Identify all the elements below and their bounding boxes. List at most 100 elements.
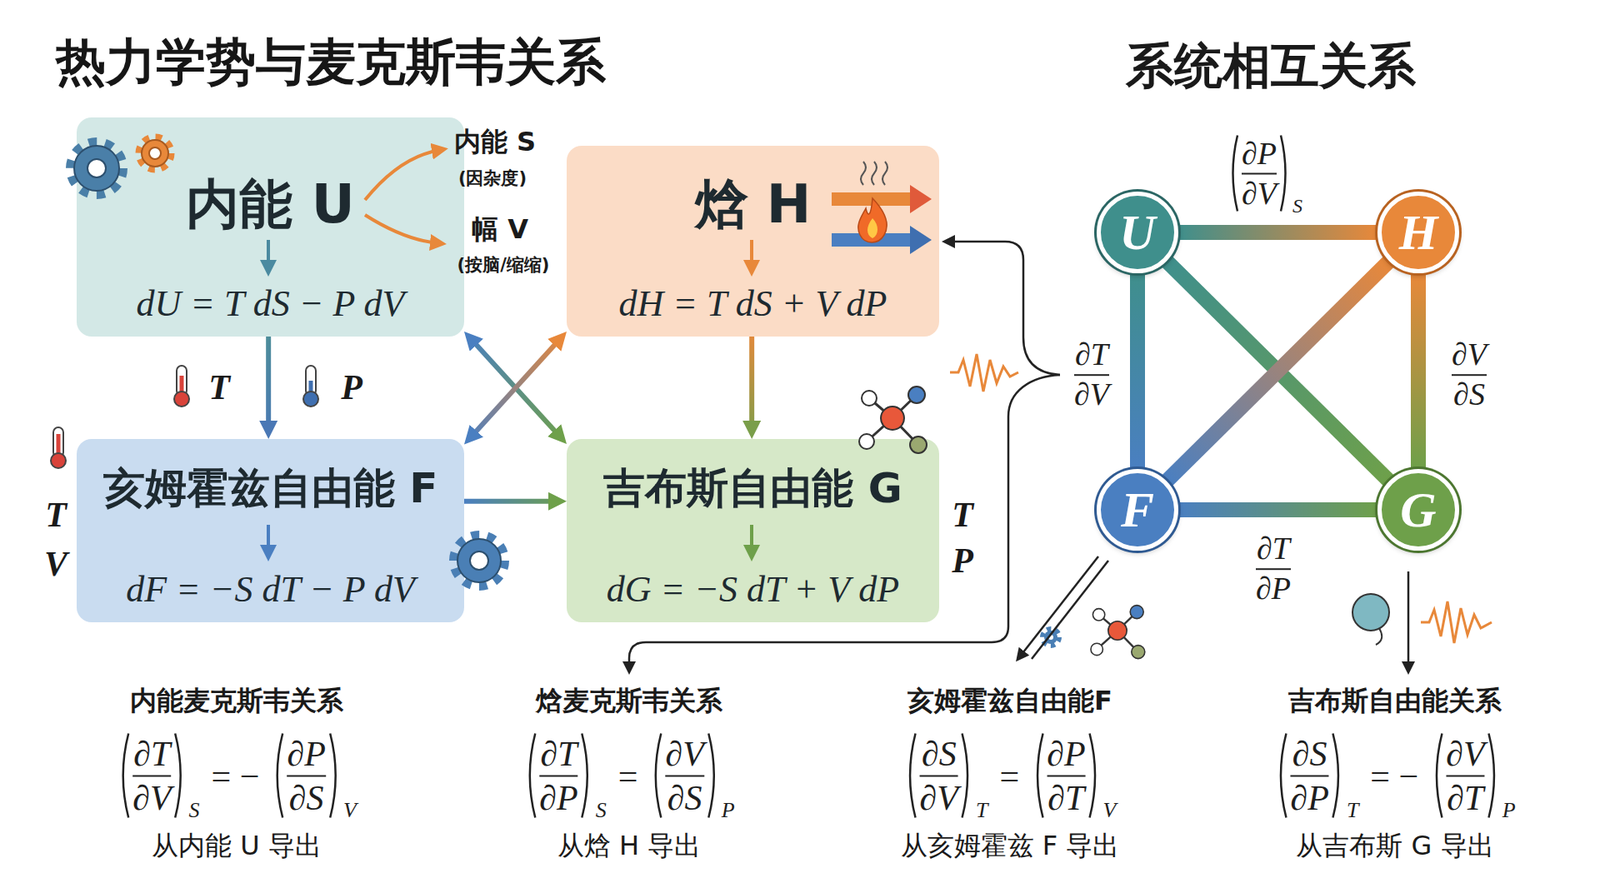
subscript: S xyxy=(189,799,200,824)
thermometer-icon xyxy=(174,365,190,407)
molecule-icon xyxy=(1090,643,1103,655)
parenthesis xyxy=(174,732,188,820)
fraction-bar xyxy=(132,775,171,777)
fraction: ∂V∂SP xyxy=(649,732,735,820)
maxwell-relation: ∂S∂PT= −∂V∂TP xyxy=(1274,732,1515,820)
potential-letter: F xyxy=(1120,485,1155,535)
molecule-icon xyxy=(908,386,925,404)
differential-formula: dG = −S dT + V dP xyxy=(566,568,940,611)
parenthesis xyxy=(904,732,918,820)
fraction-numerator: ∂T xyxy=(540,735,577,774)
transform-arrow xyxy=(265,336,271,431)
thermometer-icon xyxy=(305,365,316,396)
molecule-icon xyxy=(861,390,877,406)
molecule-icon xyxy=(1099,615,1118,631)
relation-link xyxy=(1178,502,1378,518)
parenthesis xyxy=(708,734,715,819)
fraction-numerator: ∂V xyxy=(665,735,704,774)
parenthesis xyxy=(1037,734,1044,819)
variable-symbol: T xyxy=(208,367,230,408)
potential-box: 亥姆霍兹自由能 FdF = −S dT − P dV xyxy=(76,439,465,623)
variable-symbol: P xyxy=(951,540,974,581)
wave-icon xyxy=(950,354,1019,392)
gear-icon xyxy=(1042,629,1060,646)
potential-name: 焓 H xyxy=(566,168,940,241)
fraction: ∂T∂PS xyxy=(523,732,606,820)
thermometer-icon xyxy=(303,391,319,407)
fraction: ∂V∂TP xyxy=(1430,732,1515,820)
maxwell-relation: ∂T∂PS=∂V∂SP xyxy=(523,732,735,820)
relation-heading: 内能麦克斯韦关系 xyxy=(130,683,344,720)
relation-link xyxy=(1166,260,1390,481)
fraction-denominator: ∂T xyxy=(1446,778,1484,817)
parenthesis xyxy=(655,734,662,819)
parenthesis xyxy=(1279,134,1291,214)
molecule-icon xyxy=(880,406,905,430)
thermometer-icon xyxy=(53,427,64,458)
parenthesis xyxy=(523,732,537,820)
fraction: ∂P∂T xyxy=(1044,735,1088,817)
transform-arrow xyxy=(749,336,755,431)
relation-source: 从吉布斯 G 导出 xyxy=(1295,828,1494,865)
fraction-numerator: ∂T xyxy=(1075,337,1109,373)
fraction-bar xyxy=(1290,775,1329,777)
potential-letter: H xyxy=(1399,207,1439,258)
variable-note: (因杂度) xyxy=(458,166,527,190)
relation-source: 从内能 U 导出 xyxy=(151,828,322,865)
fraction: ∂P∂VS xyxy=(1227,134,1303,214)
parenthesis xyxy=(270,732,285,820)
molecule-icon xyxy=(1130,605,1144,620)
potential-name: 吉布斯自由能 G xyxy=(566,460,940,517)
fraction: ∂T ∂P xyxy=(536,735,580,817)
fraction-denominator: ∂P xyxy=(1290,778,1329,817)
fraction-bar xyxy=(1046,775,1085,777)
fraction-bar xyxy=(1445,775,1485,777)
fraction-bar xyxy=(920,775,959,777)
parenthesis xyxy=(1030,732,1045,820)
fraction: ∂T∂P xyxy=(1253,531,1294,607)
fraction: ∂S∂VT xyxy=(904,732,989,820)
balloon-icon xyxy=(1375,628,1382,645)
equals-sign: = − xyxy=(211,755,260,796)
relation-link xyxy=(1130,273,1145,470)
molecule-icon xyxy=(1096,630,1118,650)
potential-name: 内能 U xyxy=(76,168,465,241)
variable-label: 幅 V xyxy=(471,211,529,249)
variable-symbol: T xyxy=(951,495,974,535)
fraction-bar xyxy=(1451,374,1487,376)
fraction-denominator: ∂V xyxy=(1241,175,1277,211)
potential-circle: G xyxy=(1377,469,1460,551)
molecule-icon xyxy=(1117,630,1139,653)
thermometer-icon xyxy=(56,434,61,456)
fraction: ∂P∂S xyxy=(284,735,328,817)
fraction: ∂T∂V xyxy=(1071,337,1112,413)
fraction-bar xyxy=(1074,374,1110,376)
molecule-icon xyxy=(1108,621,1127,640)
maxwell-relation: ∂S∂VT=∂P∂TV xyxy=(904,732,1117,820)
thermometer-icon xyxy=(50,453,66,469)
differential-formula: dF = −S dT − P dV xyxy=(76,568,465,611)
fraction-denominator: ∂S xyxy=(289,778,325,817)
fraction: ∂S∂P xyxy=(1287,735,1331,817)
transform-arrow xyxy=(470,337,562,438)
equals-sign: = xyxy=(999,755,1020,796)
transform-arrow xyxy=(464,499,559,505)
parenthesis xyxy=(1489,734,1495,819)
fraction-bar xyxy=(539,775,578,777)
parenthesis xyxy=(910,734,916,819)
fraction-denominator: ∂P xyxy=(539,778,578,817)
molecule-icon xyxy=(866,418,893,442)
fraction-denominator: ∂V xyxy=(132,778,171,817)
fraction-denominator: ∂S xyxy=(667,778,703,817)
variable-label: 内能 S xyxy=(454,124,536,161)
potential-box: 吉布斯自由能 G dG = −S dT + V dP xyxy=(566,439,940,623)
molecule-icon xyxy=(1131,645,1145,660)
partial-derivative: ∂V∂S xyxy=(1449,337,1490,413)
variable-note: (按脑/缩缩) xyxy=(457,253,550,277)
maxwell-relation: ∂T∂VS= −∂P∂SV xyxy=(116,732,357,820)
parenthesis xyxy=(706,732,720,820)
fraction-numerator: ∂P xyxy=(1241,135,1277,171)
molecule-icon xyxy=(1092,609,1105,621)
fraction: ∂V∂S xyxy=(1449,337,1490,413)
